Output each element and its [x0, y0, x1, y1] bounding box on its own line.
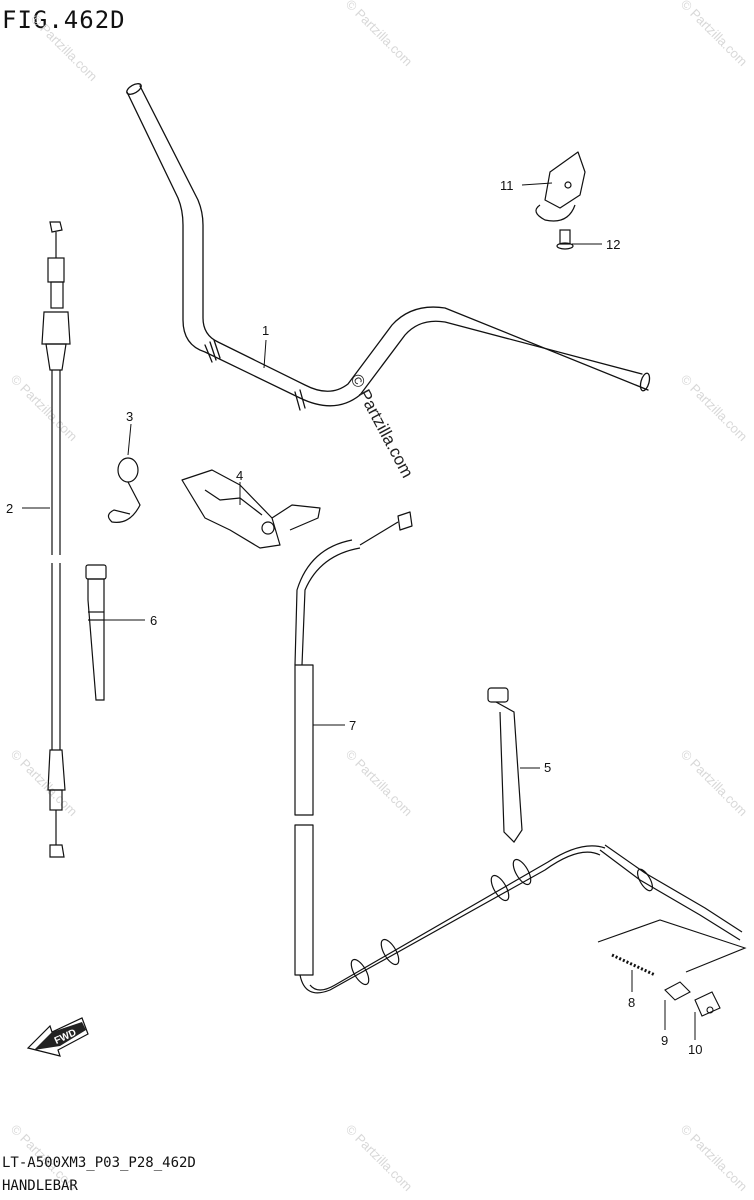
brake-cable: [294, 511, 743, 994]
tie-strap: [487, 687, 523, 843]
fwd-arrow-icon: FWD: [26, 1017, 89, 1057]
watermark: © Partzilla.com: [678, 1122, 751, 1195]
watermark: © Partzilla.com: [28, 12, 101, 85]
band: [85, 564, 107, 701]
callout-9: 9: [661, 1033, 668, 1048]
leader-lines: [22, 182, 696, 1040]
callout-12: 12: [606, 237, 620, 252]
bolt: [556, 229, 574, 250]
callout-11: 11: [500, 178, 514, 193]
callout-2: 2: [6, 501, 13, 516]
watermark: © Partzilla.com: [678, 0, 751, 69]
callout-7: 7: [349, 718, 356, 733]
callout-1: 1: [262, 323, 269, 338]
watermark: © Partzilla.com: [678, 372, 751, 445]
callout-5: 5: [544, 760, 551, 775]
watermark: © Partzilla.com: [343, 747, 416, 820]
callout-6: 6: [150, 613, 157, 628]
center-watermark: © Partzilla.com: [346, 371, 417, 481]
watermark: © Partzilla.com: [343, 0, 416, 69]
watermark: © Partzilla.com: [678, 747, 751, 820]
cable-bracket: [181, 469, 321, 549]
callout-10: 10: [688, 1042, 702, 1057]
figure-code: LT-A500XM3_P03_P28_462D: [2, 1155, 196, 1171]
adjuster-group: [597, 919, 747, 1017]
spring-clip: [107, 457, 141, 523]
watermark: © Partzilla.com: [8, 372, 81, 445]
figure-title: FIG.462D: [2, 6, 126, 34]
callout-4: 4: [236, 468, 243, 483]
callout-8: 8: [628, 995, 635, 1010]
guide: [535, 151, 586, 222]
watermark-layer: © Partzilla.com © Partzilla.com © Partzi…: [8, 0, 751, 1194]
handlebar: [126, 83, 651, 411]
callout-3: 3: [126, 409, 133, 424]
throttle-cable: [41, 221, 71, 858]
figure-name: HANDLEBAR: [2, 1178, 78, 1194]
watermark: © Partzilla.com: [8, 747, 81, 820]
watermark: © Partzilla.com: [343, 1122, 416, 1195]
